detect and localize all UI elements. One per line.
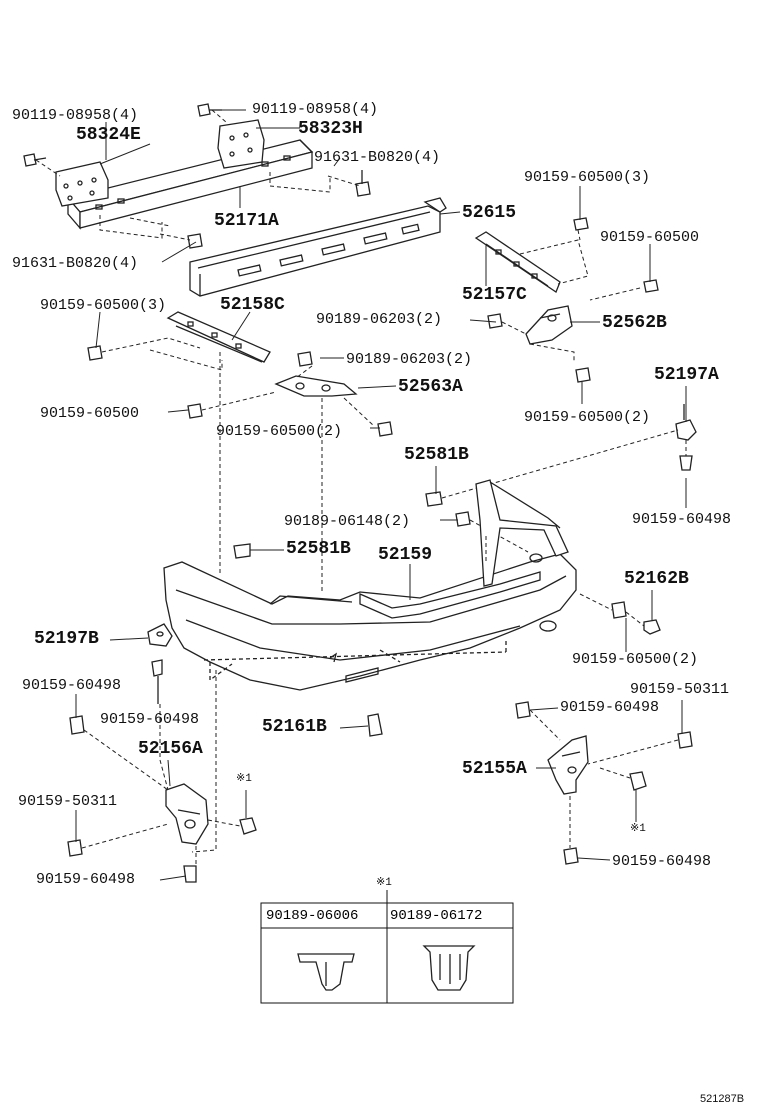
label-screw-52197a: 90159-60498: [632, 511, 732, 528]
screw-52162b: [611, 601, 627, 619]
label-screw-right-60498: 90159-60498: [560, 699, 660, 716]
label-clip-52161b: 52161B: [262, 717, 327, 737]
screw-52157c-b: [643, 279, 659, 293]
clip-52563a: [297, 351, 313, 367]
label-absorber: 52615: [462, 203, 517, 223]
pad-52581b: [233, 543, 251, 559]
screw-52197a: [679, 455, 693, 471]
bracket-58323h: [217, 119, 265, 169]
label-retainer-52157c: 52157C: [462, 285, 527, 305]
label-bolt-58323h: 90119-08958(4): [252, 101, 379, 118]
label-screw-52157c-b: 90159-60500: [600, 229, 700, 246]
label-screw-52562b-b: 90159-60500(2): [524, 409, 651, 426]
label-note-left: ※1: [236, 773, 252, 785]
screw-right-60498: [515, 701, 531, 719]
label-bracket-52155a: 52155A: [462, 759, 527, 779]
support-52562b: [525, 305, 573, 345]
bracket-52156a: [165, 783, 209, 845]
label-clip-52562b: 90189-06203(2): [316, 311, 443, 328]
label-bracket-52156a: 52156A: [138, 739, 203, 759]
clip-note-left: [239, 817, 257, 835]
label-cap-52162b: 52162B: [624, 569, 689, 589]
clip-52161b: [367, 713, 383, 737]
retainer-52197a: [675, 404, 697, 441]
label-table-note: ※1: [376, 877, 392, 889]
retainer-52157c: [474, 231, 561, 293]
clip-note-right: [629, 771, 647, 791]
retainer-52197b: [147, 623, 173, 647]
label-pad-52581b-top: 52581B: [404, 445, 469, 465]
label-cover-52159: 52159: [378, 545, 433, 565]
screw-right-50311: [677, 731, 693, 749]
nut-91631-right: [355, 170, 371, 197]
screw-52562b-b: [575, 367, 591, 383]
label-screw-52157c: 90159-60500(3): [524, 169, 651, 186]
screw-52158c: [87, 345, 103, 361]
label-screw-52162b: 90159-60500(2): [572, 651, 699, 668]
label-screw-right-50311: 90159-50311: [630, 681, 730, 698]
label-clip-06148: 90189-06148(2): [284, 513, 411, 530]
label-reinforcement: 52171A: [214, 211, 279, 231]
label-nut-left: 91631-B0820(4): [12, 255, 139, 272]
energy-absorber: [189, 197, 447, 297]
clip-table-frame: [260, 890, 514, 1004]
screw-left-b: [183, 865, 197, 883]
label-retainer-52158c: 52158C: [220, 295, 285, 315]
clip-06148: [455, 511, 471, 527]
clip-52562b: [487, 313, 503, 329]
bracket-52155a: [547, 735, 589, 795]
label-retainer-52197a: 52197A: [654, 365, 719, 385]
bracket-58324e: [55, 161, 109, 207]
label-support-52562b: 52562B: [602, 313, 667, 333]
cap-52162b: [643, 619, 661, 635]
bumper-cover: [163, 479, 577, 691]
label-nut-right: 91631-B0820(4): [314, 149, 441, 166]
drawing-reference: 521287B: [700, 1093, 745, 1105]
bolt-90119-left: [23, 153, 47, 167]
label-screw-52563a: 90159-60500: [40, 405, 140, 422]
label-screw-52158c: 90159-60500(3): [40, 297, 167, 314]
label-pad-52581b: 52581B: [286, 539, 351, 559]
screw-left-50311: [67, 839, 83, 857]
screw-52157c: [573, 217, 589, 231]
screw-52563a: [187, 403, 203, 419]
label-clip-52563a: 90189-06203(2): [346, 351, 473, 368]
label-retainer-52197b: 52197B: [34, 629, 99, 649]
clip-06006-illustration: [297, 953, 355, 991]
label-note-right: ※1: [630, 823, 646, 835]
label-screw-left-a: 90159-60498: [22, 677, 122, 694]
table-header-col2: 90189-06172: [390, 908, 483, 924]
label-screw-right-b: 90159-60498: [612, 853, 712, 870]
screw-left-a: [69, 715, 85, 735]
clip-06172-illustration: [422, 945, 476, 991]
label-bolt-58324e: 90119-08958(4): [12, 107, 139, 124]
label-screw-52197b: 90159-60498: [100, 711, 200, 728]
label-screw-52563a-b: 90159-60500(2): [216, 423, 343, 440]
label-bracket-58324e: 58324E: [76, 125, 141, 145]
screw-52563a-b: [377, 421, 393, 437]
label-screw-left-50311: 90159-50311: [18, 793, 118, 810]
screw-52197b: [151, 659, 163, 704]
label-screw-left-b: 90159-60498: [36, 871, 136, 888]
support-52563a: [274, 375, 358, 397]
pad-52581b-top: [425, 491, 443, 507]
retainer-52158c: [166, 311, 271, 363]
label-support-52563a: 52563A: [398, 377, 463, 397]
table-header-col1: 90189-06006: [266, 908, 359, 924]
label-bracket-58323h: 58323H: [298, 119, 363, 139]
screw-right-b: [563, 847, 579, 865]
